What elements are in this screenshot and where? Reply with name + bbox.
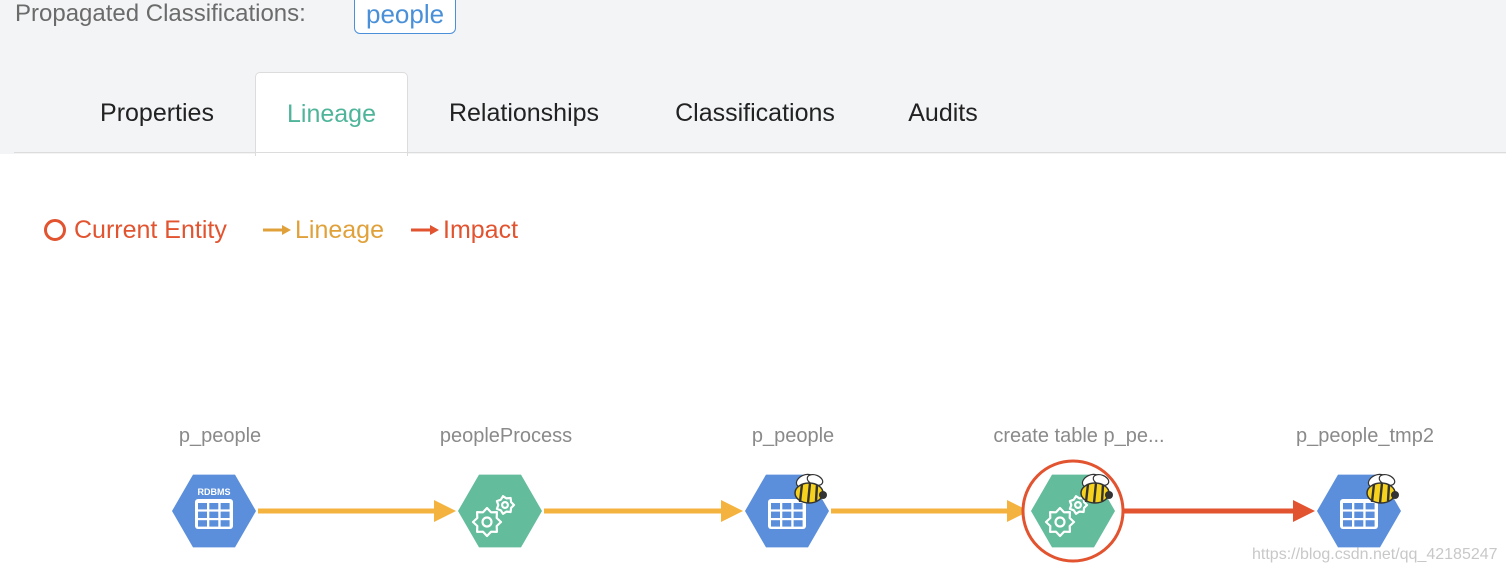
- lineage-node-4[interactable]: [1317, 472, 1401, 548]
- lineage-node-0[interactable]: RDBMS: [172, 474, 256, 548]
- tab-relationships[interactable]: Relationships: [448, 99, 600, 127]
- propagated-classifications-label: Propagated Classifications:: [15, 0, 306, 27]
- tab-lineage[interactable]: Lineage: [255, 72, 408, 156]
- node-label-1: peopleProcess: [439, 425, 573, 447]
- legend-current-label: Current Entity: [74, 216, 227, 244]
- tab-classifications[interactable]: Classifications: [675, 99, 835, 127]
- lineage-node-2[interactable]: [745, 472, 829, 548]
- lineage-node-3[interactable]: [1021, 459, 1125, 563]
- current-entity-circle-icon: [44, 219, 66, 241]
- hive-bee-icon: [1080, 473, 1113, 504]
- edge-impact-3[interactable]: [1117, 500, 1315, 522]
- watermark: https://blog.csdn.net/qq_42185247: [1252, 546, 1498, 563]
- edge-lineage-1[interactable]: [544, 500, 743, 522]
- lineage-node-1[interactable]: [458, 474, 542, 548]
- hive-bee-icon: [794, 473, 827, 504]
- hive-bee-icon: [1366, 473, 1399, 504]
- legend-lineage-label: Lineage: [295, 216, 384, 244]
- edge-lineage-2[interactable]: [831, 500, 1029, 522]
- node-label-3: create table p_pe...: [993, 425, 1165, 447]
- tab-properties[interactable]: Properties: [100, 99, 214, 127]
- gears-icon: [471, 495, 516, 538]
- tab-audits[interactable]: Audits: [908, 99, 978, 127]
- legend-impact-label: Impact: [443, 216, 519, 244]
- rdbms-badge: RDBMS: [198, 487, 231, 497]
- node-label-0: p_people: [178, 425, 262, 447]
- impact-arrow-icon: [411, 225, 439, 235]
- classification-tag-people[interactable]: people: [354, 0, 457, 34]
- tabs-divider: [14, 152, 1506, 153]
- node-label-4: p_people_tmp2: [1296, 425, 1434, 447]
- lineage-arrow-icon: [263, 225, 291, 235]
- entity-header-area: [0, 0, 1506, 154]
- edge-lineage-0[interactable]: [258, 500, 456, 522]
- node-label-2: p_people: [751, 425, 835, 447]
